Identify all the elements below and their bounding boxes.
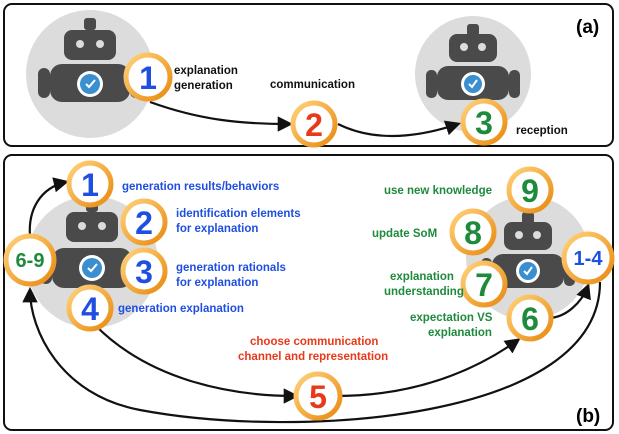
step-label: explanation [390,271,454,283]
step-label: explanation [174,65,238,77]
step-label: generation rationals [176,262,286,274]
flow-arrow-2-3 [337,120,461,138]
svg-text:1: 1 [81,167,99,203]
flow-arrow-return-loop [22,281,602,424]
step-badge-1: 1 [66,160,114,208]
step-label: for explanation [176,223,258,235]
step-badge-1: 1 [123,52,173,102]
step-label: reception [516,125,568,137]
step-label: use new knowledge [384,185,492,197]
flow-arrow-1-2 [149,100,294,132]
loop-badge-right: 1-4 [561,231,615,285]
svg-text:1: 1 [139,60,157,96]
step-badge-9: 9 [506,166,554,214]
flow-arrow-loop-left [28,177,70,237]
svg-text:2: 2 [135,205,153,241]
svg-text:9: 9 [521,173,539,209]
step-badge-3: 3 [460,98,508,146]
step-label: choose communication [250,336,378,348]
svg-text:5: 5 [309,379,327,415]
step-label: identification elements [176,208,301,220]
loop-badge-left: 6-9 [3,233,57,287]
step-label: understanding [384,286,464,298]
svg-text:3: 3 [135,254,153,290]
svg-text:7: 7 [475,267,493,303]
svg-text:1-4: 1-4 [574,248,604,270]
svg-text:6: 6 [521,301,539,337]
step-badge-2: 2 [120,198,168,246]
panel-b-tag: (b) [576,406,600,427]
step-label: channel and representation [238,351,388,363]
step-label: generation explanation [118,303,244,315]
svg-text:6-9: 6-9 [16,250,45,272]
svg-text:4: 4 [81,291,99,327]
flow-arrow-4-5 [95,325,300,404]
robot-icon [26,10,154,138]
step-label: for explanation [176,277,258,289]
robot-icon [415,16,531,132]
flow-arrow-5-6 [335,338,521,398]
svg-text:8: 8 [464,215,482,251]
step-label: update SoM [372,228,437,240]
step-badge-5: 5 [293,371,343,421]
svg-text:3: 3 [475,105,493,141]
step-badge-2: 2 [290,100,338,148]
step-badge-3: 3 [120,247,168,295]
step-badge-7: 7 [460,260,508,308]
svg-text:2: 2 [305,107,323,143]
step-badge-6: 6 [506,294,554,342]
step-badge-8: 8 [449,208,497,256]
step-label: communication [270,79,355,91]
panel-a-tag: (a) [576,17,599,38]
step-label: expectation VS [410,312,493,324]
step-badge-4: 4 [66,284,114,332]
step-label: generation [174,80,233,92]
step-label: generation results/behaviors [122,181,279,193]
step-label: explanation [428,327,492,339]
